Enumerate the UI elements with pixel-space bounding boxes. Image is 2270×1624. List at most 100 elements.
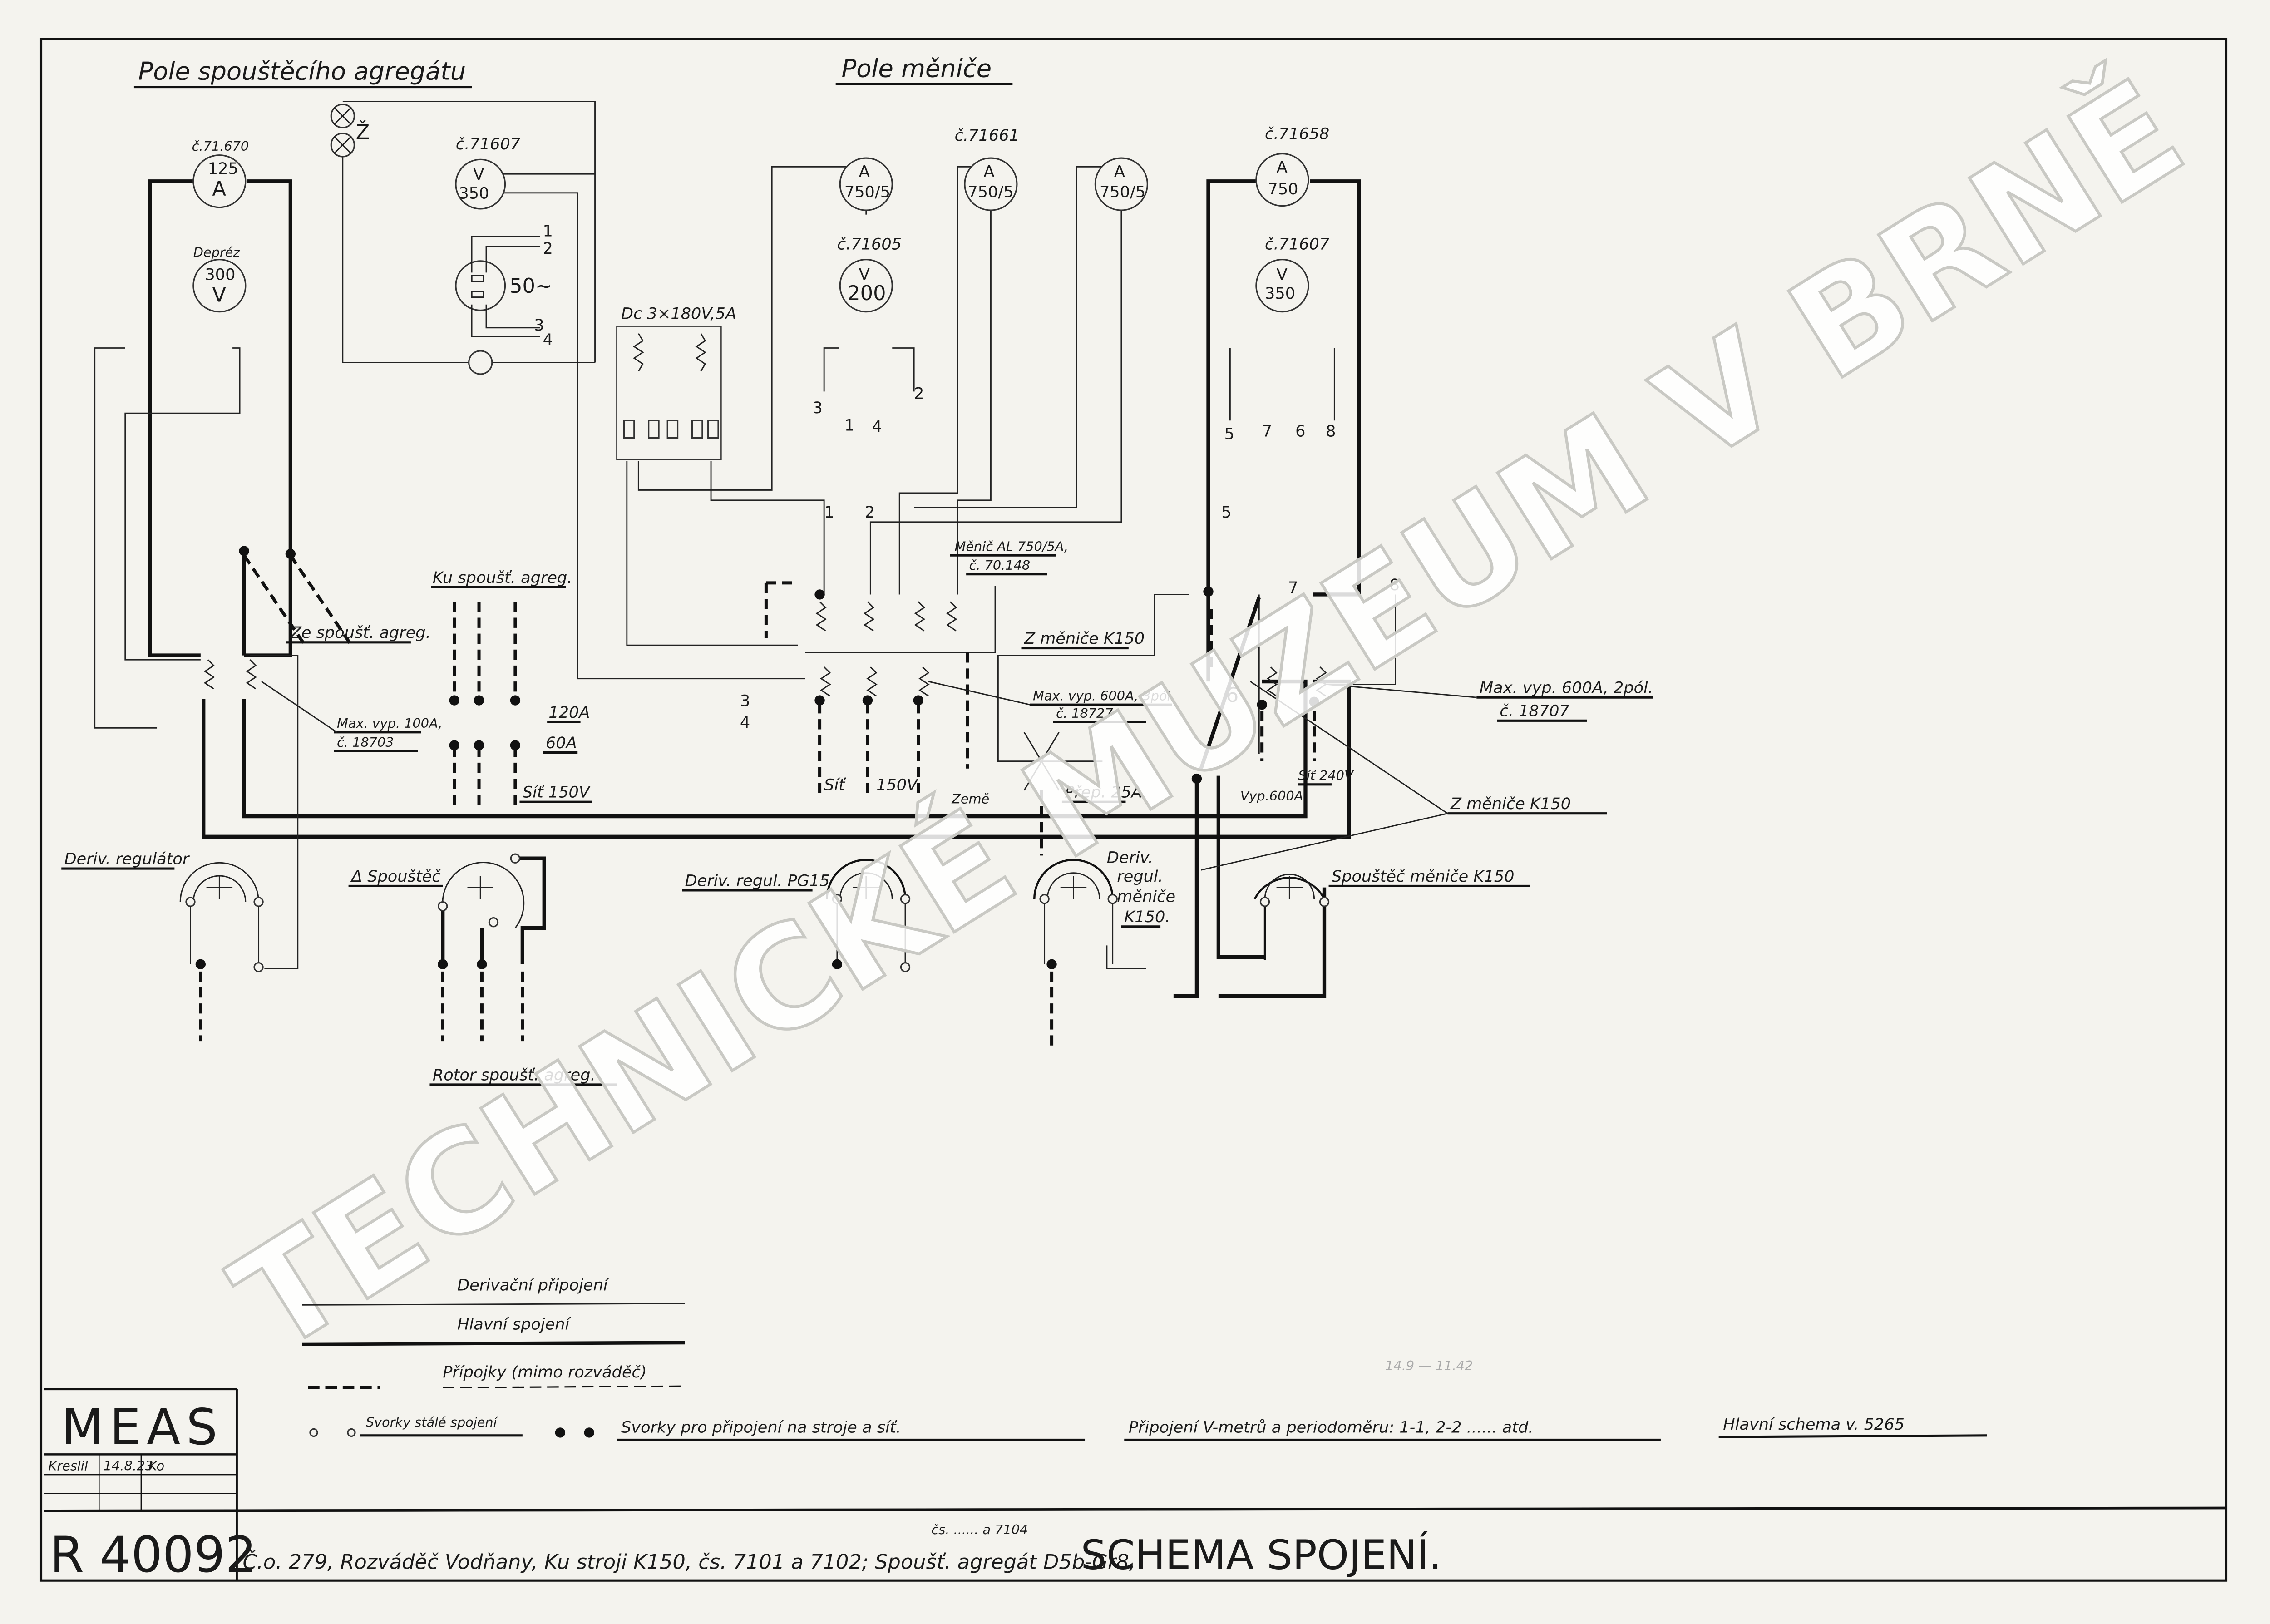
svg-text:Rotor spoušť. agreg.: Rotor spoušť. agreg. [433,1066,596,1084]
ammeter-750-5-c: A 750/5 [1094,157,1148,211]
dc-supply-box: Dc 3×180V,5A [616,305,736,460]
svg-text:Hlavní spojení: Hlavní spojení [457,1315,571,1334]
svg-text:č.71.670: č.71.670 [192,138,249,154]
svg-text:350: 350 [1265,284,1295,303]
svg-text:č.71607: č.71607 [1265,235,1330,253]
svg-text:5: 5 [1221,503,1231,522]
svg-text:Derivační připojení: Derivační připojení [457,1276,610,1294]
svg-text:350: 350 [459,184,489,203]
svg-text:Z měniče K150: Z měniče K150 [1450,795,1571,813]
svg-text:Spouštěč měniče K150: Spouštěč měniče K150 [1332,867,1515,886]
drawing-border [39,38,2228,1582]
svg-text:Deriv. regulátor: Deriv. regulátor [64,849,190,868]
svg-text:Max. vyp. 600A, 2pól.: Max. vyp. 600A, 2pól. [1480,679,1653,697]
svg-text:50~: 50~ [509,274,552,298]
svg-text:2: 2 [865,503,875,522]
svg-text:V: V [473,165,484,184]
drawing-title: SCHEMA SPOJENÍ. [1081,1531,1441,1579]
svg-text:1: 1 [543,222,553,241]
voltmeter-350v-left: č.71607 V 350 [455,135,521,210]
svg-text:Č.o. 279, Rozváděč Vodňany, Ku: Č.o. 279, Rozváděč Vodňany, Ku stroji K1… [242,1550,1135,1574]
starter-rheostat: Δ Spouštěč Rotor spoušť. agreg. [348,853,617,1086]
svg-text:č.71661: č.71661 [955,126,1019,145]
svg-text:čs. ...... a 7104: čs. ...... a 7104 [931,1522,1028,1537]
svg-text:125: 125 [208,159,238,178]
svg-text:č. 18703: č. 18703 [337,735,394,750]
ammeter-125a: č.71.670 125 A [192,138,249,208]
ammeter-750-5-a: A 750/5 [839,157,893,211]
voltmeter-350v-right: č.71607 V 350 5 7 6 8 [1224,235,1336,443]
svg-text:120A: 120A [548,703,590,722]
svg-text:A: A [983,163,994,181]
svg-text:A: A [859,163,870,181]
svg-text:2: 2 [914,384,924,403]
svg-text:Deriv.: Deriv. [1107,848,1153,867]
deriv-regulator-pg15: Deriv. regul. PG15 [682,859,911,972]
svg-text:6: 6 [1295,422,1305,440]
svg-text:Přep. 25A: Přep. 25A [1065,783,1142,802]
breaker-coils [203,597,1327,791]
svg-text:Měnič AL 750/5A,: Měnič AL 750/5A, [955,539,1069,554]
svg-text:A: A [1277,158,1288,177]
svg-text:Z měniče K150: Z měniče K150 [1024,629,1145,648]
svg-text:č.71658: č.71658 [1265,125,1329,143]
svg-text:A: A [1114,163,1125,181]
svg-text:č.71607: č.71607 [456,135,521,153]
svg-text:2: 2 [543,239,553,258]
svg-text:č. 18707: č. 18707 [1500,702,1569,721]
voltmeter-300v: Depréz 300 V [192,244,247,313]
svg-text:Dc 3×180V,5A: Dc 3×180V,5A [621,305,736,323]
svg-text:Síť 150V: Síť 150V [523,783,591,802]
signal-lamps: Ž [330,104,370,158]
svg-text:1: 1 [824,503,834,522]
svg-text:7: 7 [1262,422,1272,440]
frequency-meter: 50~ 1 2 3 4 [455,222,553,375]
svg-text:Svorky stálé spojení: Svorky stálé spojení [366,1415,499,1430]
svg-text:V: V [212,282,226,306]
svg-text:Max. vyp. 100A,: Max. vyp. 100A, [337,716,442,731]
legend: Derivační připojení Hlavní spojení Přípo… [302,1276,1987,1441]
svg-text:750/5: 750/5 [1100,183,1145,201]
svg-text:Připojení V-metrů a periodoměr: Připojení V-metrů a periodoměru: 1-1, 2-… [1129,1418,1534,1436]
svg-text:Ze spoušť. agreg.: Ze spoušť. agreg. [290,623,431,642]
svg-text:60A: 60A [546,734,577,752]
component-labels: Ku spoušť. agreg. Ze spoušť. agreg. Max.… [261,539,1653,871]
svg-text:4: 4 [543,331,553,349]
svg-text:Ž: Ž [356,120,370,144]
svg-text:4: 4 [740,713,750,732]
svg-text:Síť: Síť [824,776,846,795]
svg-text:Přípojky (mimo rozváděč): Přípojky (mimo rozváděč) [443,1363,646,1382]
svg-text:Ko: Ko [148,1458,164,1473]
svg-text:V: V [1277,265,1288,284]
svg-text:č.71605: č.71605 [837,235,902,253]
deriv-regulator-converter: Deriv. regul. měniče K150. [1033,848,1175,964]
ammeter-750-right: č.71658 A 750 [1255,125,1329,207]
svg-text:Pole měniče: Pole měniče [841,54,992,83]
svg-text:750/5: 750/5 [844,183,890,201]
svg-text:K150.: K150. [1124,908,1170,926]
svg-text:14.9 — 11.42: 14.9 — 11.42 [1385,1358,1473,1373]
svg-text:Deriv. regul. PG15: Deriv. regul. PG15 [685,871,830,890]
external-connections [199,554,1316,1047]
svg-text:Vyp.600A: Vyp.600A [1240,788,1303,804]
svg-text:8: 8 [1326,422,1336,440]
svg-text:měniče: měniče [1117,888,1175,906]
title-block: MEAS Kreslil 14.8.23 Ko R 40092 Č.o. 279… [44,1388,2226,1584]
section-title-converter: Pole měniče [835,54,1013,85]
svg-text:Kreslil: Kreslil [48,1458,88,1473]
svg-text:Δ Spouštěč: Δ Spouštěč [350,867,441,886]
thin-wiring [94,101,1396,969]
svg-text:8: 8 [1390,576,1400,594]
voltmeter-200v: č.71605 V 200 3 1 4 2 [813,235,924,436]
svg-text:Ku spoušť. agreg.: Ku spoušť. agreg. [433,568,572,587]
svg-text:3: 3 [813,399,823,417]
svg-text:Země: Země [951,791,989,806]
svg-text:150V: 150V [876,776,919,795]
svg-text:Hlavní schema v. 5265: Hlavní schema v. 5265 [1723,1415,1905,1434]
svg-text:3: 3 [534,316,544,335]
svg-text:750/5: 750/5 [967,183,1013,201]
svg-text:č. 70.148: č. 70.148 [969,558,1031,573]
svg-text:7: 7 [1288,578,1298,597]
deriv-regulator: Deriv. regulátor [61,849,264,972]
terminal-dots [195,546,1319,970]
